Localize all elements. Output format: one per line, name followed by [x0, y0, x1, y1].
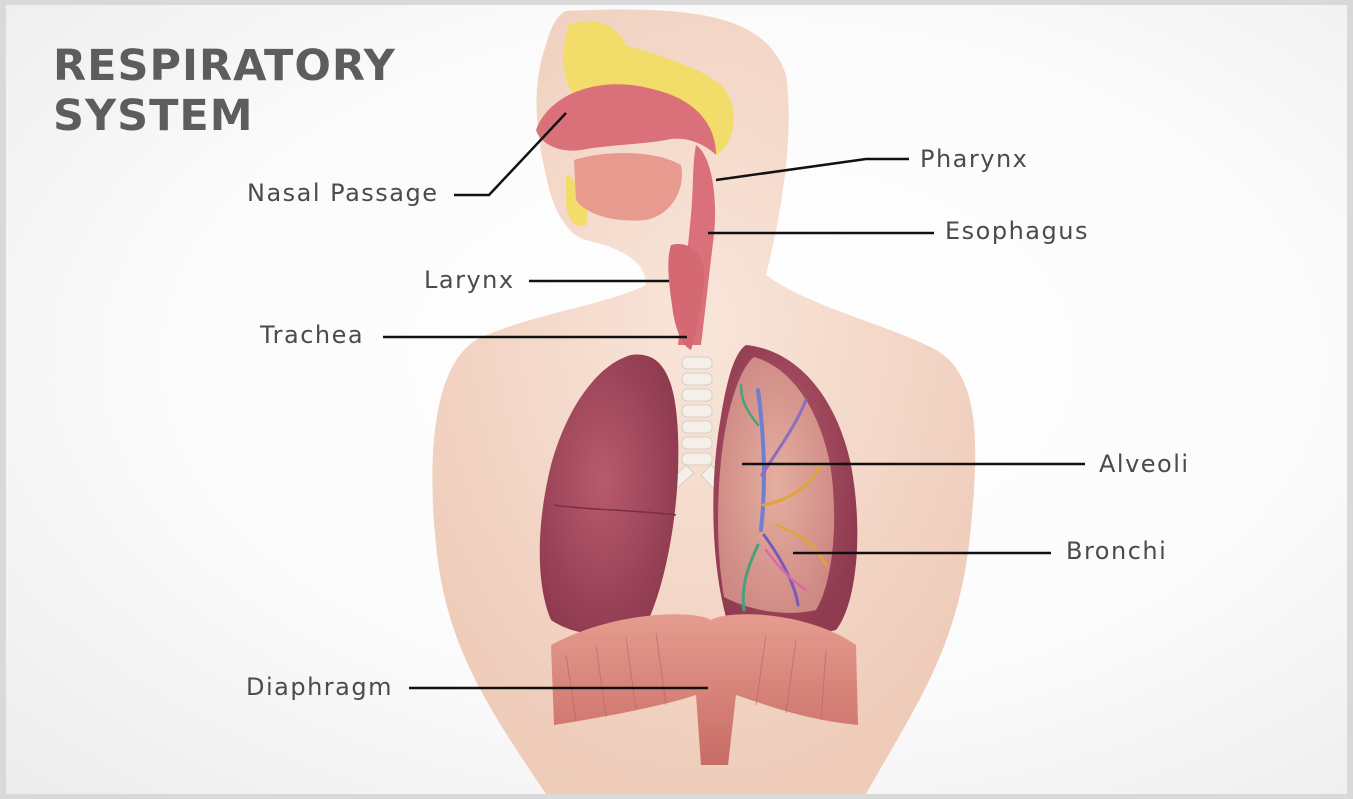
label-nasal-passage: Nasal Passage — [247, 179, 438, 207]
label-diaphragm: Diaphragm — [246, 673, 393, 701]
title-line-2: SYSTEM — [53, 91, 396, 141]
label-trachea: Trachea — [260, 321, 364, 349]
title-line-1: RESPIRATORY — [53, 41, 396, 91]
label-bronchi: Bronchi — [1066, 537, 1167, 565]
label-esophagus: Esophagus — [945, 217, 1089, 245]
label-alveoli: Alveoli — [1099, 450, 1190, 478]
diagram-frame: RESPIRATORY SYSTEM Nasal Passage Pharynx… — [6, 5, 1347, 794]
diagram-title: RESPIRATORY SYSTEM — [53, 41, 396, 141]
label-larynx: Larynx — [424, 266, 515, 294]
label-pharynx: Pharynx — [920, 145, 1028, 173]
